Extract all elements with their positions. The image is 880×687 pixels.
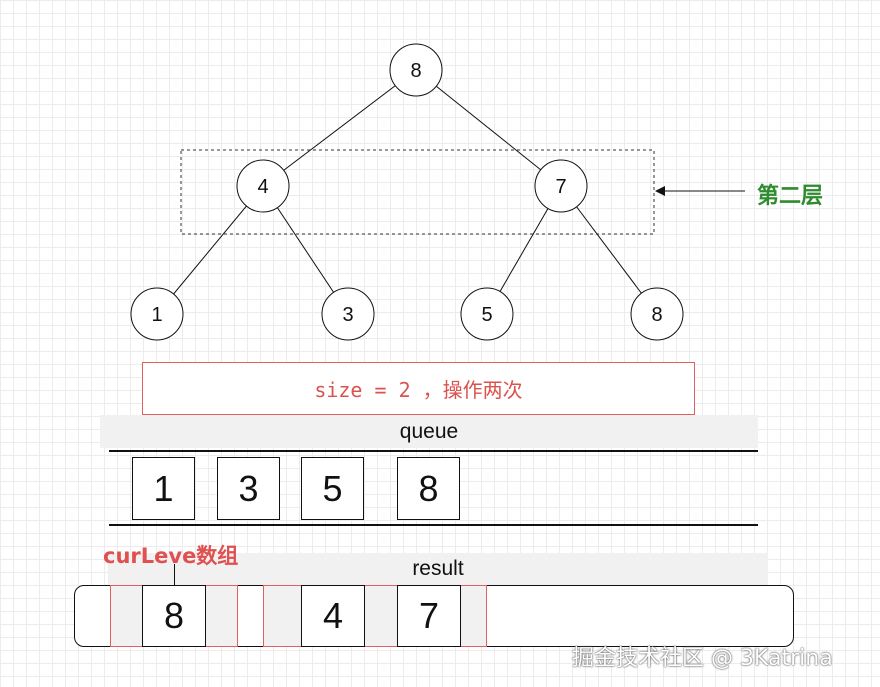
tree-node-label: 1 [151,304,162,326]
layer-label: 第二层 [757,184,824,209]
tree-node: 5 [460,287,514,341]
watermark: 掘金技术社区 @ 3Katrina [572,646,833,671]
tree-node-circle [460,287,514,341]
tree-edge [156,185,264,315]
queue-cell: 3 [217,457,280,520]
tree-node-label: 7 [555,176,566,198]
curlevel-pointer-line [174,564,175,585]
layer-arrow-head [655,186,665,196]
queue-bottom-line [109,524,758,526]
tree-node-label: 4 [257,176,268,198]
tree-node: 4 [236,159,290,213]
size-note-box: size = 2 ，操作两次 [142,362,695,415]
tree-node: 8 [630,287,684,341]
queue-cell: 1 [132,457,195,520]
queue-header: queue [100,415,758,448]
tree-node: 1 [130,287,184,341]
result-cell: 7 [397,585,461,647]
result-title: result [412,557,464,580]
second-level-highlight [180,149,655,235]
tree-node: 7 [534,159,588,213]
tree-node-circle [130,287,184,341]
tree-node-circle [630,287,684,341]
tree-node: 3 [321,287,375,341]
tree-edge [560,185,658,315]
tree-node-label: 8 [410,60,421,82]
queue-cell: 8 [397,457,460,520]
queue-title: queue [399,419,459,443]
queue-cell: 5 [301,457,364,520]
tree-node-label: 3 [342,304,353,326]
tree-node-label: 8 [651,304,662,326]
tree-edge [415,69,562,187]
tree-node-circle [389,43,443,97]
size-note-text: size = 2 ，操作两次 [314,378,523,402]
binary-tree: 8 4 7 1 3 5 8 [130,43,745,341]
tree-node-circle [534,159,588,213]
result-header: result [108,553,768,585]
curlevel-label: curLeve数组 [103,544,239,568]
tree-node-circle [321,287,375,341]
tree-nodes: 8 4 7 1 3 5 8 [130,43,684,341]
tree-node: 8 [389,43,443,97]
result-cell: 8 [142,585,206,647]
tree-edge [262,69,417,187]
queue-top-line [109,450,758,452]
result-cell: 4 [301,585,365,647]
tree-node-label: 5 [481,304,492,326]
tree-node-circle [236,159,290,213]
